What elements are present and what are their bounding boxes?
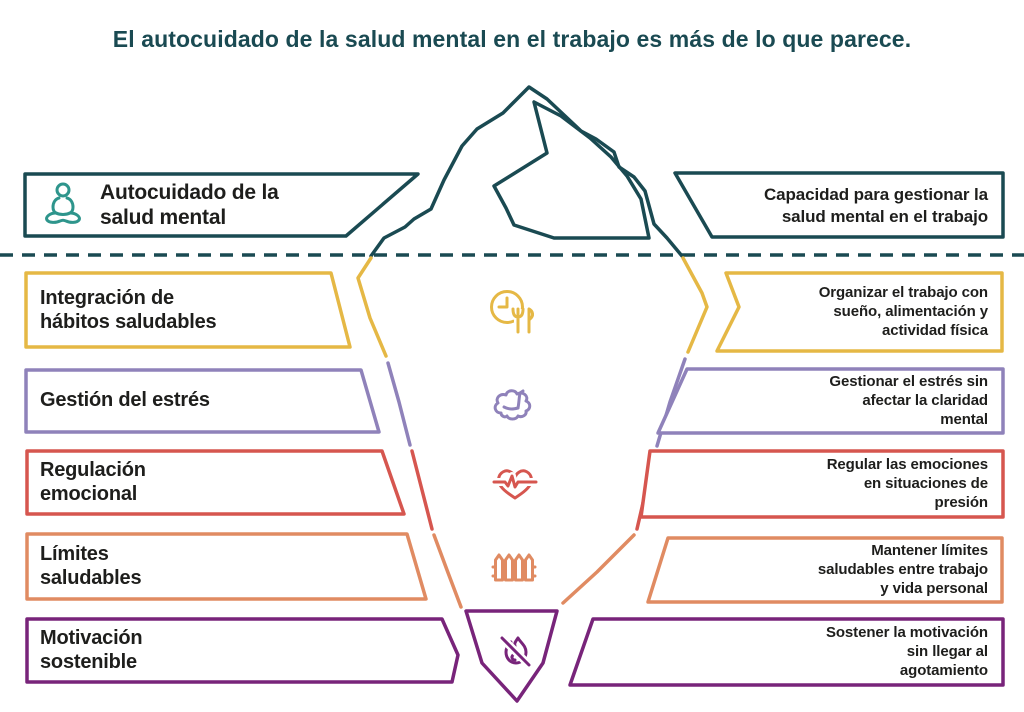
description-line: Capacidad para gestionar la <box>763 185 988 204</box>
row-5-description: Sostener la motivación sin llegar al ago… <box>688 624 988 680</box>
description-line: en situaciones de <box>863 474 988 492</box>
flank-left-limits <box>432 533 463 609</box>
description-line: salud mental en el trabajo <box>781 207 988 227</box>
flank-left-stress <box>386 361 412 447</box>
iceberg-outline <box>369 85 684 258</box>
description-line: Organizar el trabajo con <box>818 284 988 301</box>
heart-pulse-icon <box>492 469 538 500</box>
description-line: actividad física <box>882 321 988 339</box>
row-4-label-box <box>25 532 428 601</box>
row-4-label: Límites saludables <box>40 543 142 590</box>
label-line: saludables <box>40 566 142 589</box>
label-line: hábitos saludables <box>40 310 217 333</box>
row-2-label-box <box>24 368 381 434</box>
row-5-label: Motivación sostenible <box>40 627 143 674</box>
label-line: salud mental <box>100 205 226 229</box>
label-line: Límites <box>40 543 109 565</box>
flank-left-emotion <box>410 449 434 531</box>
clock-utensils-icon <box>490 290 537 334</box>
page-title: El autocuidado de la salud mental en el … <box>112 26 912 52</box>
label-line: Integración de <box>40 287 174 309</box>
description-line: y vida personal <box>880 579 988 597</box>
description-line: Regular las emociones <box>826 456 988 473</box>
fence-icon <box>491 553 537 582</box>
row-2-label: Gestión del estrés <box>40 389 210 413</box>
description-line: sueño, alimentación y <box>833 302 988 320</box>
flank-right-habits <box>681 256 709 354</box>
row-3-description-box <box>639 449 1005 519</box>
flank-left-habits <box>356 256 388 358</box>
label-line: Autocuidado de la <box>100 181 279 204</box>
row-5-label-box <box>25 617 460 684</box>
description-line: sin llegar al <box>906 642 988 660</box>
description-line: Gestionar el estrés sin <box>829 373 988 390</box>
surface-label-box <box>23 172 420 238</box>
row-2-description-box <box>656 367 1005 435</box>
no-burnout-flame-icon <box>499 635 532 668</box>
description-line: Mantener límites <box>871 542 988 559</box>
label-line: Gestión del estrés <box>40 389 210 411</box>
surface-description-box <box>673 171 1005 239</box>
label-line: emocional <box>40 482 138 505</box>
flank-right-limits <box>561 533 636 605</box>
row-1-description-box <box>715 271 1004 353</box>
description-line: Sostener la motivación <box>825 624 988 641</box>
description-line: mental <box>940 410 988 428</box>
description-line: agotamiento <box>899 661 988 679</box>
row-3-label: Regulación emocional <box>40 459 146 506</box>
label-line: Motivación <box>40 627 143 649</box>
brain-icon <box>493 389 532 421</box>
surface-description: Capacidad para gestionar la salud mental… <box>688 184 988 228</box>
iceberg-ridge-line <box>492 100 651 240</box>
label-line: sostenible <box>40 650 137 673</box>
label-line: Regulación <box>40 459 146 481</box>
row-1-label: Integración de hábitos saludables <box>40 287 217 334</box>
description-line: afectar la claridad <box>862 391 988 409</box>
row-3-description: Regular las emociones en situaciones de … <box>688 456 988 512</box>
row-4-description: Mantener límites saludables entre trabaj… <box>688 542 988 598</box>
meditation-person-icon <box>45 182 81 224</box>
row-3-label-box <box>25 449 406 516</box>
description-line: presión <box>934 493 989 511</box>
row-1-label-box <box>24 271 352 349</box>
row-4-description-box <box>646 536 1004 604</box>
row-5-description-box <box>568 617 1005 687</box>
row-1-description: Organizar el trabajo con sueño, alimenta… <box>688 284 988 340</box>
iceberg-bottom-tip <box>464 609 559 703</box>
row-2-description: Gestionar el estrés sin afectar la clari… <box>688 373 988 429</box>
surface-label: Autocuidado de la salud mental <box>100 181 279 231</box>
description-line: saludables entre trabajo <box>817 560 988 578</box>
